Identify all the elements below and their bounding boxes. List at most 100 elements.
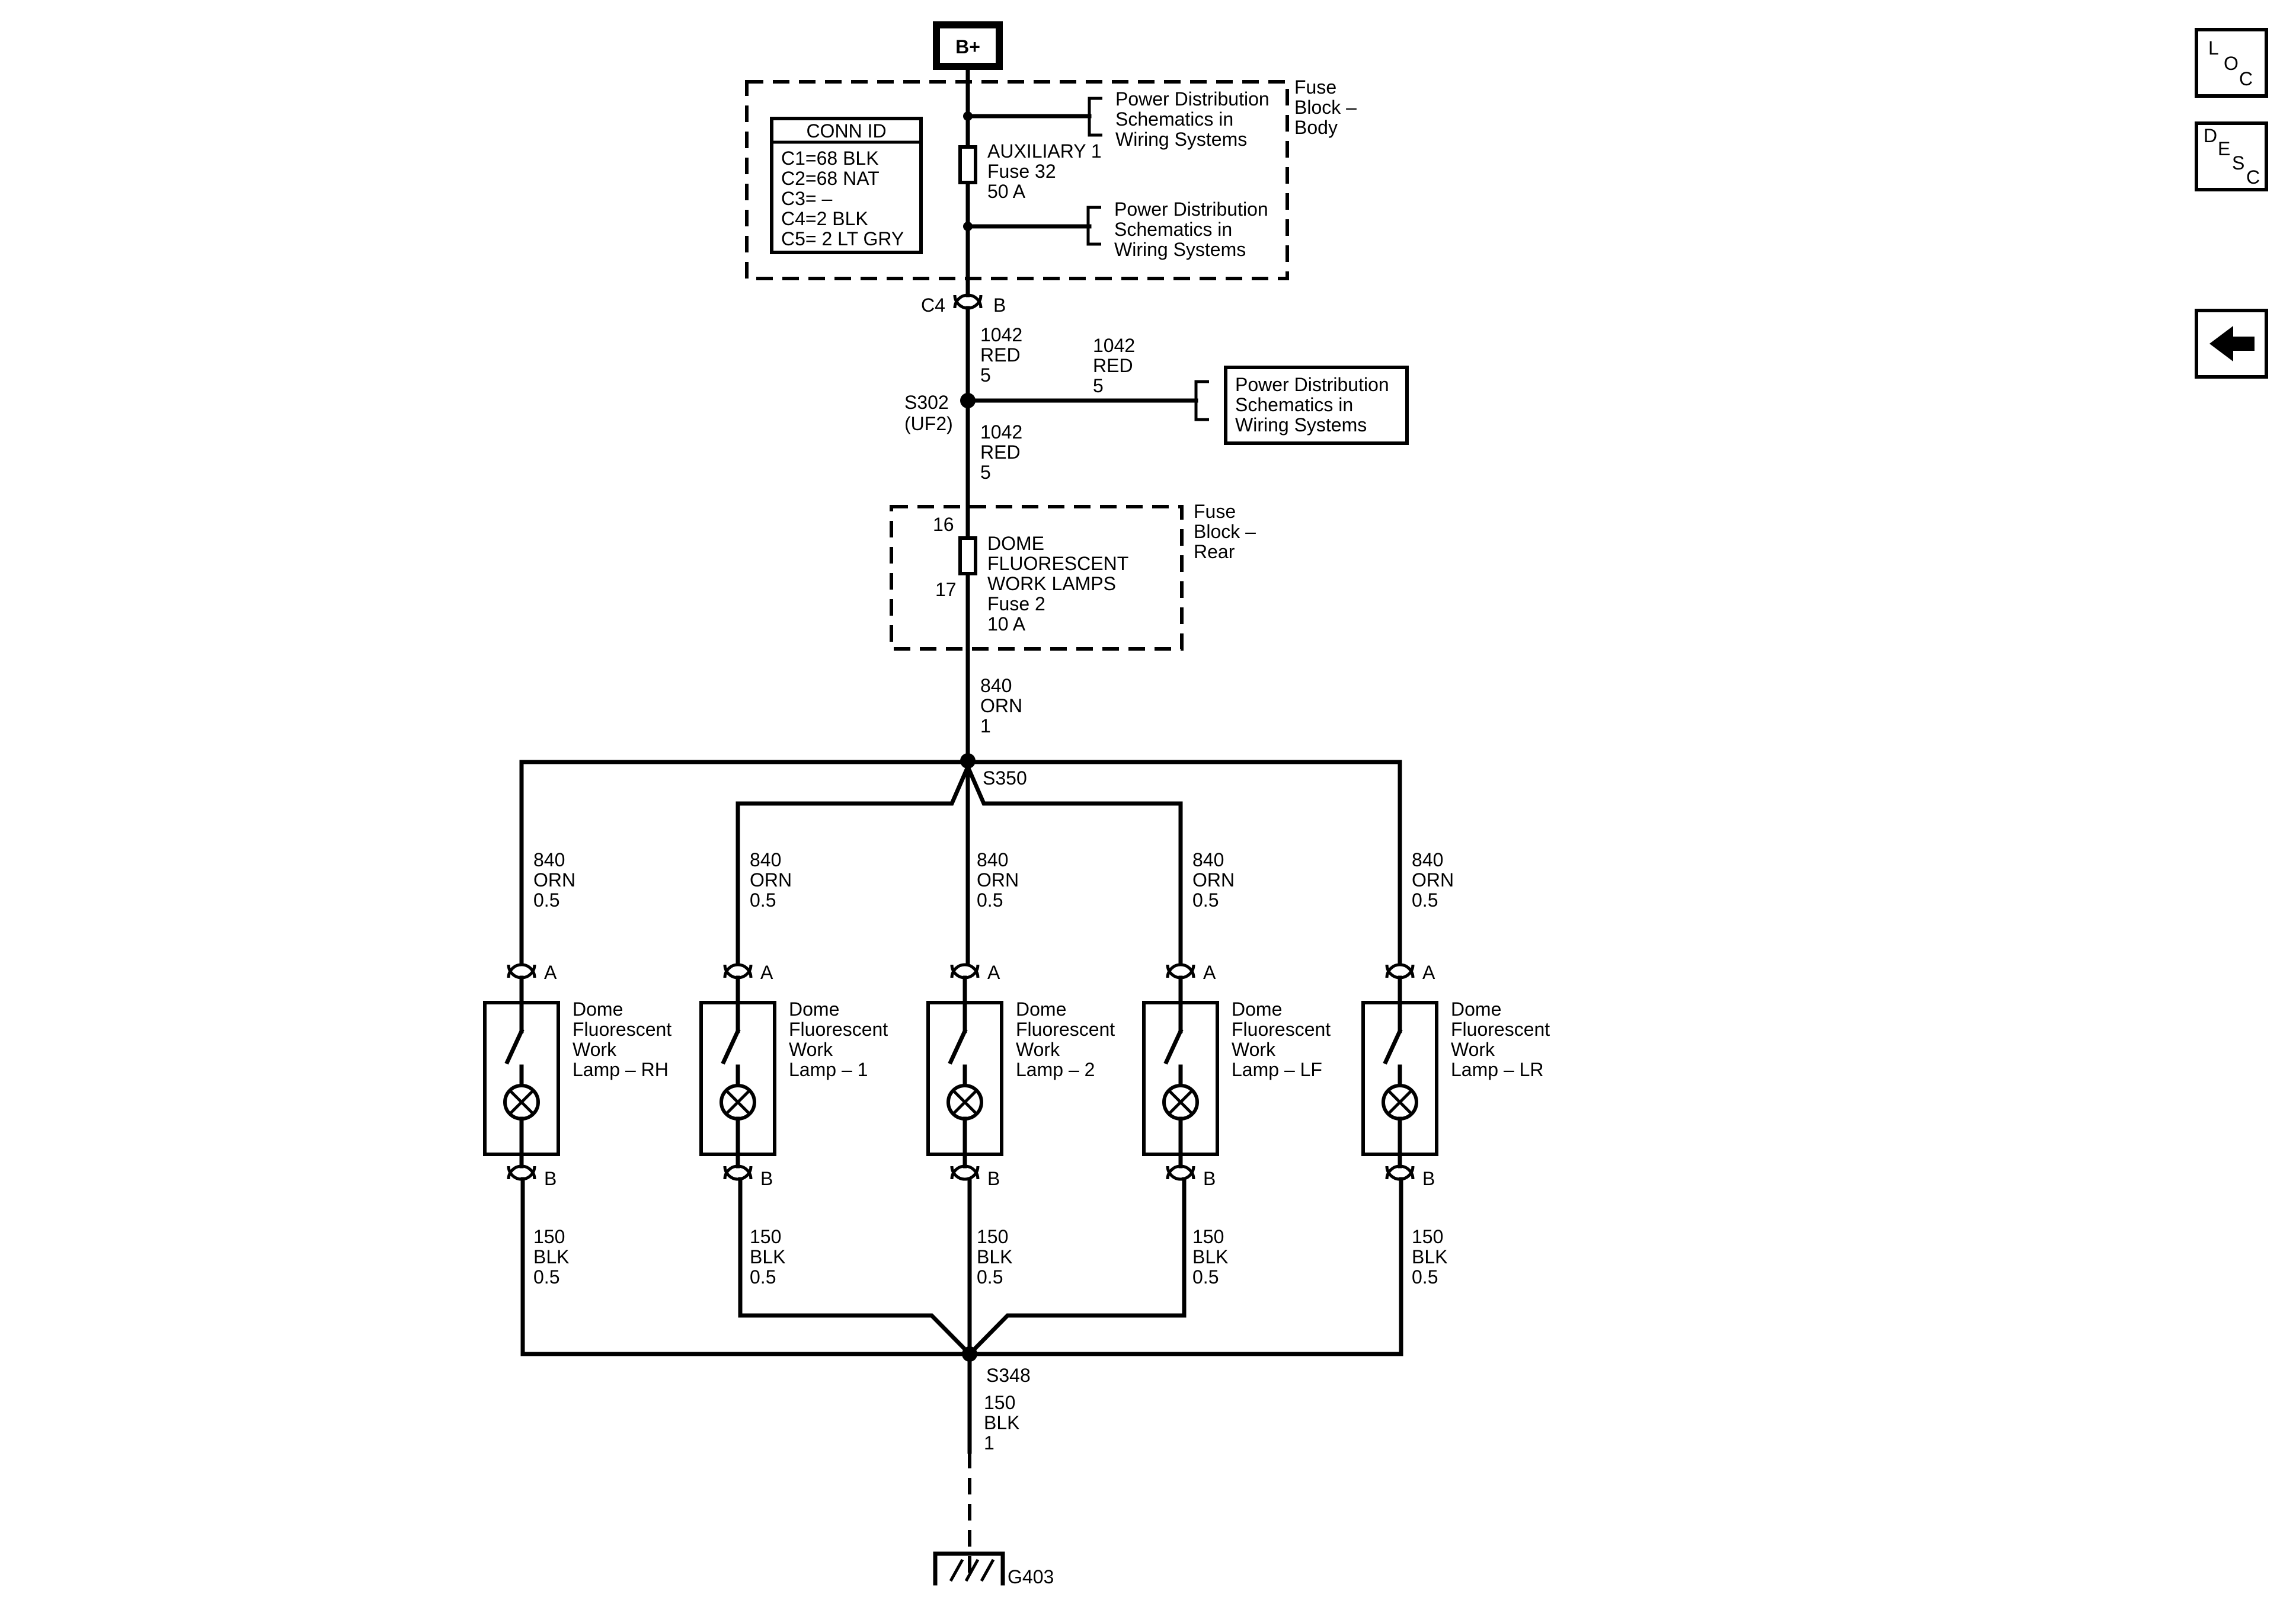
wire-out-label: 150 — [1412, 1226, 1443, 1247]
wire-in-label: 840 — [977, 849, 1008, 870]
desc-button[interactable]: D E S C — [2195, 121, 2268, 191]
svg-text:BLK: BLK — [984, 1412, 1019, 1433]
lamp-name-label: Lamp – LF — [1232, 1059, 1322, 1080]
wire-out-label: 150 — [1192, 1226, 1224, 1247]
svg-text:WORK LAMPS: WORK LAMPS — [987, 573, 1116, 594]
bus-s348-outer — [520, 1177, 1403, 1356]
wire-in-label: 0.5 — [533, 889, 559, 911]
fuse-2-symbol — [958, 536, 977, 575]
wire-in-label: ORN — [1412, 869, 1454, 891]
svg-text:Fuse 2: Fuse 2 — [987, 593, 1045, 614]
svg-text:O: O — [2224, 53, 2239, 74]
power-distribution-ref-bottom: Power Distribution Schematics in Wiring … — [1114, 199, 1268, 260]
ref-bracket-bottom — [1086, 206, 1101, 246]
wire-150-main-label: 150 BLK 1 — [984, 1392, 1019, 1454]
svg-text:C5= 2 LT GRY: C5= 2 LT GRY — [781, 228, 904, 249]
svg-text:Power Distribution: Power Distribution — [1235, 374, 1389, 395]
connector-pin-b: B — [760, 1168, 773, 1189]
fuse-block-body-label: Fuse Block – Body — [1294, 76, 1357, 138]
wire-out-label: BLK — [750, 1246, 785, 1267]
svg-text:E: E — [2218, 138, 2230, 159]
connector-pin-b: B — [1422, 1168, 1435, 1189]
svg-text:1042: 1042 — [980, 324, 1022, 345]
svg-text:RED: RED — [980, 344, 1021, 366]
lamp-name-label: Lamp – 1 — [789, 1059, 868, 1080]
fuse-block-body-outline — [745, 80, 1289, 280]
fuse-block-rear-outline — [890, 505, 1184, 651]
svg-text:Rear: Rear — [1194, 541, 1235, 562]
wire-out-label: BLK — [1412, 1246, 1447, 1267]
lamp-name-label: Dome — [573, 998, 623, 1020]
lamp-name-label: Fluorescent — [789, 1019, 888, 1040]
wire-in-label: ORN — [977, 869, 1019, 891]
svg-text:Block –: Block – — [1294, 97, 1357, 118]
wire-out-label: BLK — [533, 1246, 569, 1267]
wire-in-label: 840 — [750, 849, 781, 870]
back-button[interactable] — [2195, 309, 2268, 379]
wire-in-label: 840 — [1192, 849, 1224, 870]
ground-g403-label: G403 — [1008, 1566, 1054, 1587]
svg-text:Fuse: Fuse — [1194, 501, 1236, 522]
wire-in-label: ORN — [750, 869, 792, 891]
lamp-name-label: Lamp – RH — [573, 1059, 669, 1080]
wire-out-label: 0.5 — [977, 1266, 1003, 1288]
wire-in-label: 840 — [1412, 849, 1443, 870]
svg-text:Power Distribution: Power Distribution — [1114, 199, 1268, 220]
connector-pin-a: A — [544, 962, 557, 983]
bus-s350-inner — [736, 761, 1183, 965]
lamp-name-label: Dome — [1016, 998, 1066, 1020]
wire-1042-lower-label: 1042 RED 5 — [980, 421, 1022, 483]
ref-bracket-s302 — [1194, 380, 1209, 421]
svg-text:C: C — [2239, 68, 2253, 89]
lamp-name-label: Work — [573, 1039, 617, 1060]
connector-pin-b: B — [1203, 1168, 1216, 1189]
wire-out-label: 150 — [750, 1226, 781, 1247]
svg-text:Block –: Block – — [1194, 521, 1256, 542]
svg-text:50 A: 50 A — [987, 181, 1026, 202]
connector-pin-a: A — [1203, 962, 1216, 983]
lamp-name-label: Dome — [1451, 998, 1501, 1020]
fuse-rear-pin-16: 16 — [933, 514, 954, 535]
svg-text:Power Distribution: Power Distribution — [1115, 88, 1269, 110]
switch-symbol — [721, 1028, 741, 1065]
connector-pin-b: B — [987, 1168, 1000, 1189]
ref-bracket-top — [1088, 97, 1102, 137]
wire-out-label: 0.5 — [1412, 1266, 1438, 1288]
wire-out-label: 0.5 — [1192, 1266, 1219, 1288]
splice-s302-label: S302 (UF2) — [904, 392, 953, 434]
splice-s350-label: S350 — [983, 767, 1027, 789]
svg-text:5: 5 — [1093, 375, 1104, 396]
svg-text:RED: RED — [980, 441, 1021, 463]
fuse-32-symbol — [958, 145, 977, 184]
lamp-name-label: Dome — [789, 998, 839, 1020]
lamp-name-label: Work — [789, 1039, 833, 1060]
wire-in-label: 840 — [533, 849, 565, 870]
svg-text:1042: 1042 — [1093, 335, 1135, 356]
wire-in-label: ORN — [533, 869, 575, 891]
wire-out-label: 0.5 — [750, 1266, 776, 1288]
svg-text:Schematics in: Schematics in — [1115, 108, 1233, 130]
svg-text:10 A: 10 A — [987, 613, 1026, 635]
wire-out-label: 0.5 — [533, 1266, 559, 1288]
svg-text:Wiring Systems: Wiring Systems — [1114, 239, 1246, 260]
fuse-2-label: DOME FLUORESCENT WORK LAMPS Fuse 2 10 A — [987, 533, 1128, 635]
loc-button[interactable]: L O C — [2195, 28, 2268, 98]
svg-text:5: 5 — [980, 364, 991, 386]
bus-s350-outer — [519, 760, 1402, 965]
lamp-name-label: Fluorescent — [1016, 1019, 1115, 1040]
ground-g403-symbol — [933, 1551, 1005, 1586]
lamp-name-label: Lamp – LR — [1451, 1059, 1544, 1080]
svg-text:840: 840 — [980, 675, 1012, 696]
svg-text:C: C — [2246, 167, 2260, 188]
fuse-32-label: AUXILIARY 1 Fuse 32 50 A — [987, 140, 1102, 202]
svg-text:Schematics in: Schematics in — [1114, 219, 1232, 240]
wire-1042-upper-label: 1042 RED 5 — [980, 324, 1022, 386]
wire-in-label: 0.5 — [750, 889, 776, 911]
lamp-name-label: Work — [1016, 1039, 1060, 1060]
svg-text:Fuse 32: Fuse 32 — [987, 161, 1056, 182]
fuse-block-rear-label: Fuse Block – Rear — [1194, 501, 1256, 562]
left-arrow-icon — [2209, 326, 2255, 361]
